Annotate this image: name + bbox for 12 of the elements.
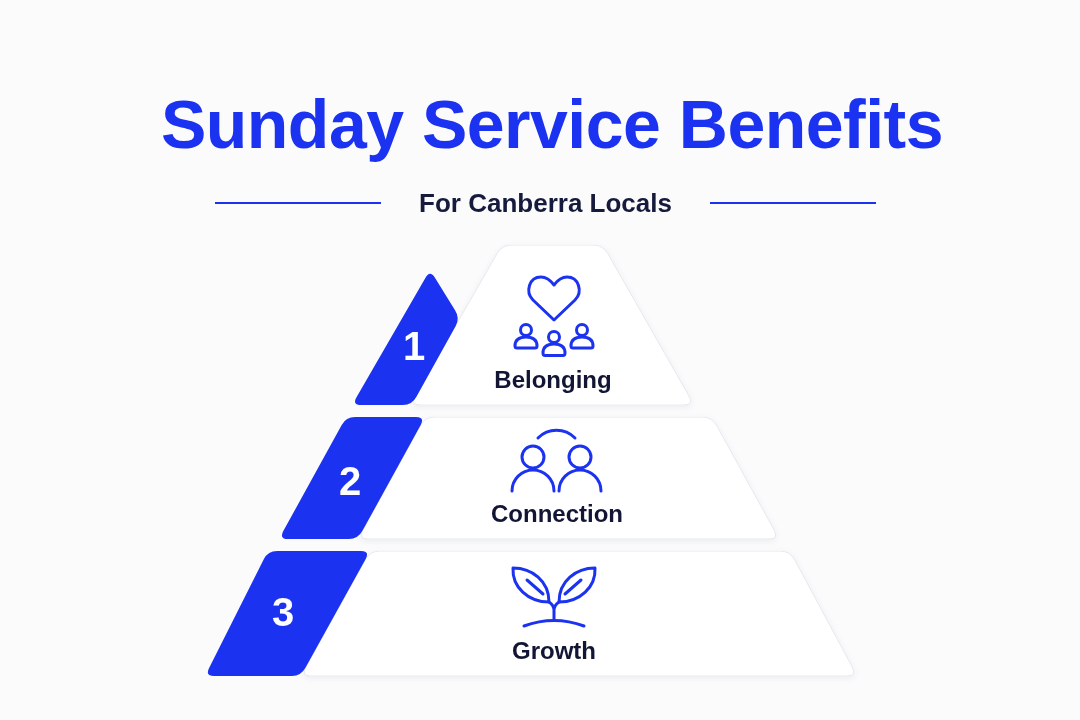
number-badge [279, 417, 425, 539]
title: Sunday Service Benefits [160, 85, 944, 164]
tier-label: Growth [512, 637, 596, 665]
tier-number: 1 [402, 326, 426, 366]
tier-label: Belonging [494, 366, 612, 394]
pyramid-tier [358, 417, 779, 539]
subtitle: For Canberra Locals [419, 187, 672, 220]
number-badge [205, 551, 370, 676]
pyramid-tier [301, 551, 857, 676]
tier-number: 2 [338, 461, 362, 501]
tier-label: Connection [491, 500, 623, 528]
tier-number: 3 [271, 592, 295, 632]
